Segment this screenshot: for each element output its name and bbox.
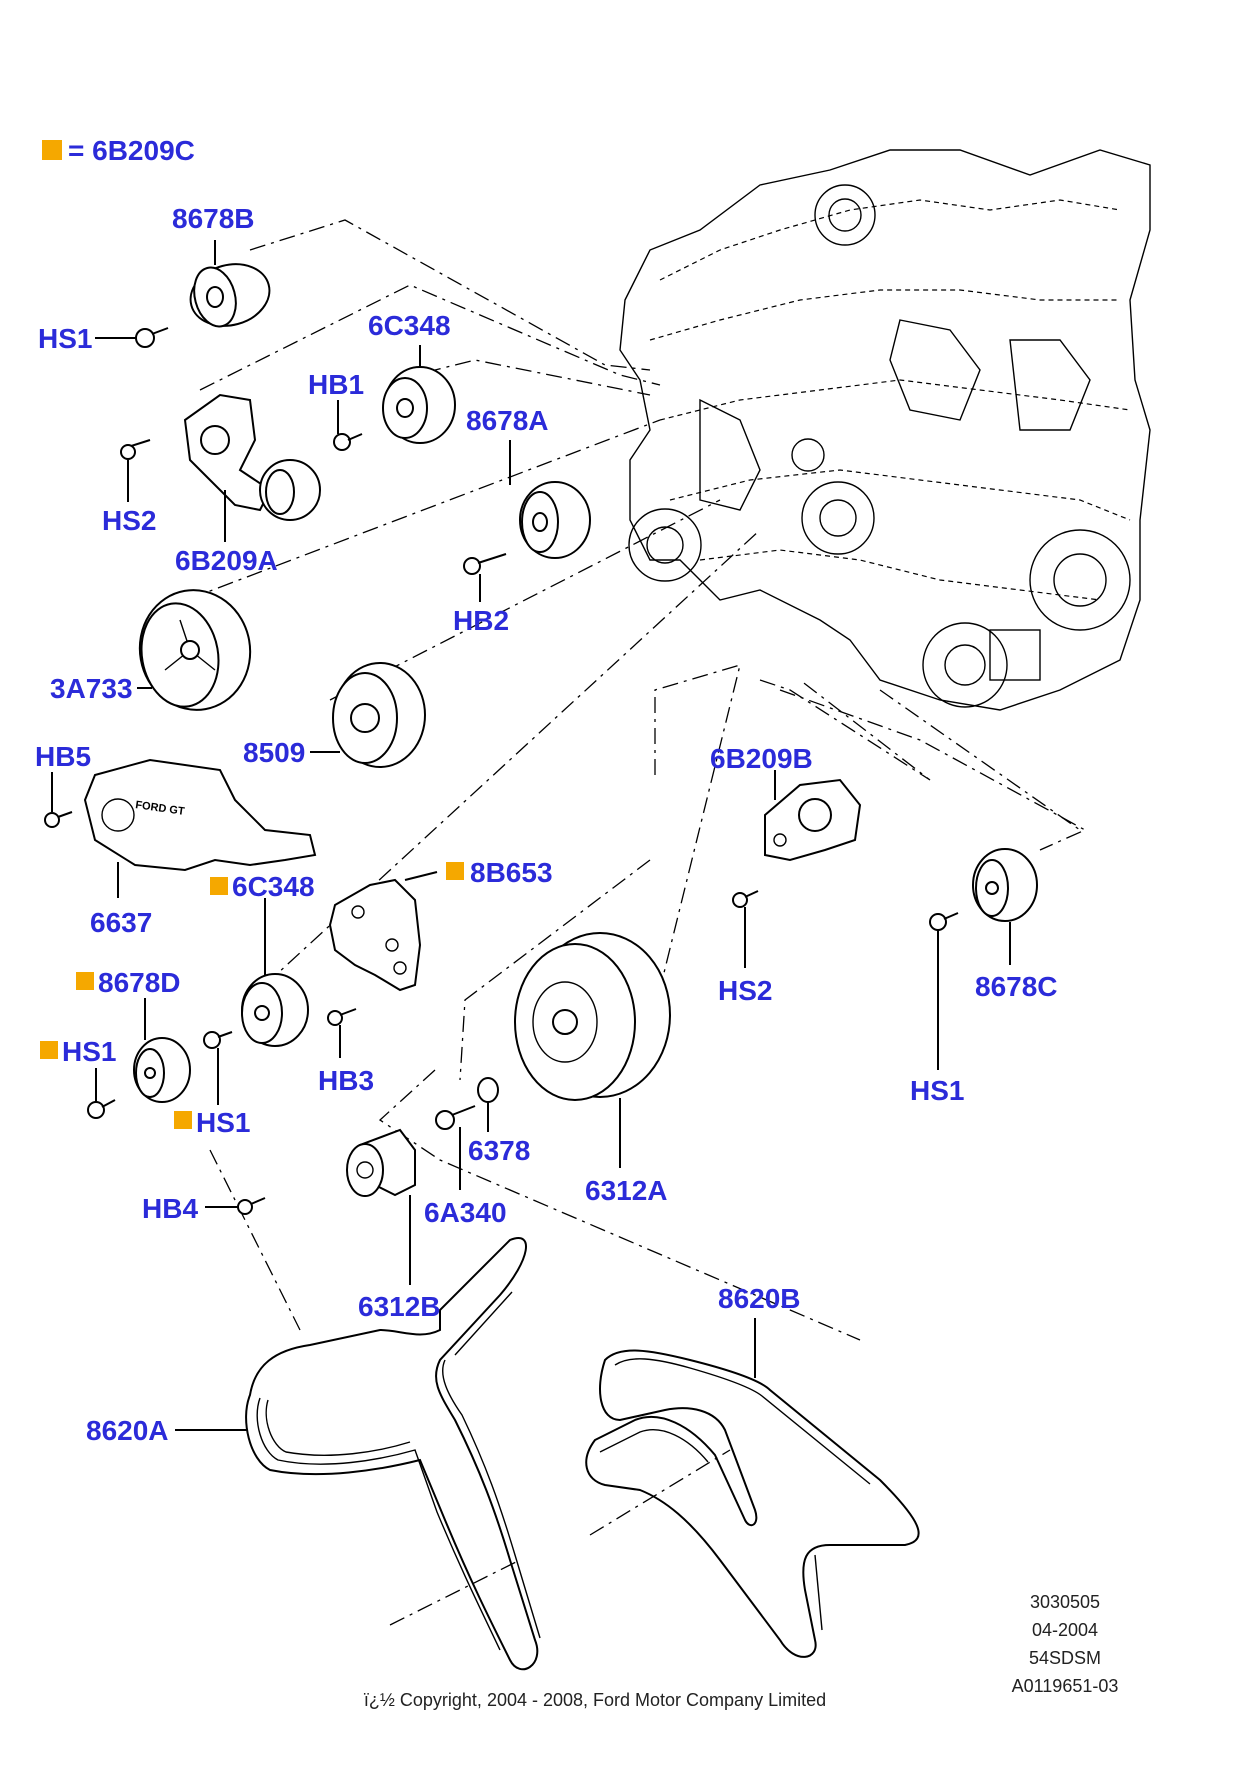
drive-belt-8620A — [245, 1237, 541, 1671]
pulley-6C348-lower — [241, 973, 309, 1047]
callout-6378[interactable]: 6378 — [468, 1135, 530, 1166]
water-pump-pulley-8509 — [332, 662, 426, 768]
bolt-HB2 — [463, 553, 507, 575]
callout-6C348-upper[interactable]: 6C348 — [368, 310, 451, 341]
pulley-6C348-upper — [382, 366, 456, 444]
callout-6312B[interactable]: 6312B — [358, 1291, 441, 1322]
sprocket-6312B — [346, 1128, 416, 1197]
callout-HB4[interactable]: HB4 — [142, 1193, 198, 1224]
marker-6C348-lower — [210, 877, 228, 895]
bolt-HS1-lower-right — [203, 1031, 233, 1049]
info-code: 54SDSM — [1029, 1648, 1101, 1668]
callout-3A733[interactable]: 3A733 — [50, 673, 133, 704]
bolt-HS2-upper — [120, 439, 151, 460]
callout-8678A[interactable]: 8678A — [466, 405, 549, 436]
callout-labels: 8678B HS1 6C348 HB1 HS2 6B209A 8678A HB2… — [35, 203, 1058, 1446]
callout-HB5[interactable]: HB5 — [35, 741, 91, 772]
bolt-HS1-right — [929, 912, 959, 931]
callout-8509[interactable]: 8509 — [243, 737, 305, 768]
callout-6637[interactable]: 6637 — [90, 907, 152, 938]
callout-6312A[interactable]: 6312A — [585, 1175, 668, 1206]
marker-8678D — [76, 972, 94, 990]
callout-6B209B[interactable]: 6B209B — [710, 743, 813, 774]
marker-HS1-lower-left — [40, 1041, 58, 1059]
bolt-HB1 — [333, 433, 363, 451]
washer-6378 — [477, 1077, 499, 1103]
marker-8B653 — [446, 862, 464, 880]
engine-block-illustration — [619, 149, 1151, 711]
bolt-HS1-top — [135, 327, 169, 348]
callout-HS2-upper[interactable]: HS2 — [102, 505, 156, 536]
callout-6B209A[interactable]: 6B209A — [175, 545, 278, 576]
callout-8B653[interactable]: 8B653 — [470, 857, 553, 888]
callout-HS1-lower-right[interactable]: HS1 — [196, 1107, 250, 1138]
info-illustration-number: 3030505 — [1030, 1592, 1100, 1612]
bolt-HS1-lower-left — [87, 1099, 116, 1119]
bracket-8B653 — [328, 878, 422, 992]
orange-markers — [40, 862, 464, 1129]
bolt-HB3 — [327, 1008, 357, 1026]
callout-HB3[interactable]: HB3 — [318, 1065, 374, 1096]
callout-HS1-right[interactable]: HS1 — [910, 1075, 964, 1106]
callout-HS2-right[interactable]: HS2 — [718, 975, 772, 1006]
callout-HB2[interactable]: HB2 — [453, 605, 509, 636]
bolt-HB4 — [237, 1197, 266, 1215]
callout-HS1-lower-left[interactable]: HS1 — [62, 1036, 116, 1067]
tensioner-6B209B — [764, 778, 862, 862]
idler-pulley-8678A — [519, 481, 591, 559]
idler-pulley-8678D — [133, 1037, 191, 1103]
marker-HS1-lower-right — [174, 1111, 192, 1129]
callout-6A340[interactable]: 6A340 — [424, 1197, 507, 1228]
info-date: 04-2004 — [1032, 1620, 1098, 1640]
bolt-6A340 — [435, 1105, 476, 1130]
callout-HS1-top[interactable]: HS1 — [38, 323, 92, 354]
idler-pulley-8678B — [189, 263, 271, 328]
callout-8678B[interactable]: 8678B — [172, 203, 255, 234]
callout-8620A[interactable]: 8620A — [86, 1415, 169, 1446]
tensioner-6B209A — [183, 393, 321, 521]
crankshaft-damper-6312A — [514, 932, 671, 1101]
info-block: 3030505 04-2004 54SDSM A0119651-03 — [1012, 1592, 1119, 1696]
callout-8678D[interactable]: 8678D — [98, 967, 181, 998]
bolt-HS2-right — [732, 890, 759, 908]
legend-text: = 6B209C — [68, 135, 195, 166]
bolt-HB5 — [44, 811, 73, 828]
power-steering-pulley-3A733 — [138, 589, 252, 711]
drive-belt-8620B — [585, 1349, 920, 1658]
cover-6637: FORD GT — [83, 758, 317, 872]
leader-lines — [51, 240, 1011, 1431]
callout-HB1[interactable]: HB1 — [308, 369, 364, 400]
callout-8678C[interactable]: 8678C — [975, 971, 1058, 1002]
callout-8620B[interactable]: 8620B — [718, 1283, 801, 1314]
copyright-notice: ï¿½ Copyright, 2004 - 2008, Ford Motor C… — [364, 1690, 826, 1710]
belt-routing-lines — [159, 219, 1087, 1626]
idler-pulley-8678C — [972, 848, 1038, 922]
callout-6C348-lower[interactable]: 6C348 — [232, 871, 315, 902]
info-reference: A0119651-03 — [1012, 1676, 1119, 1696]
legend-marker — [42, 140, 62, 160]
